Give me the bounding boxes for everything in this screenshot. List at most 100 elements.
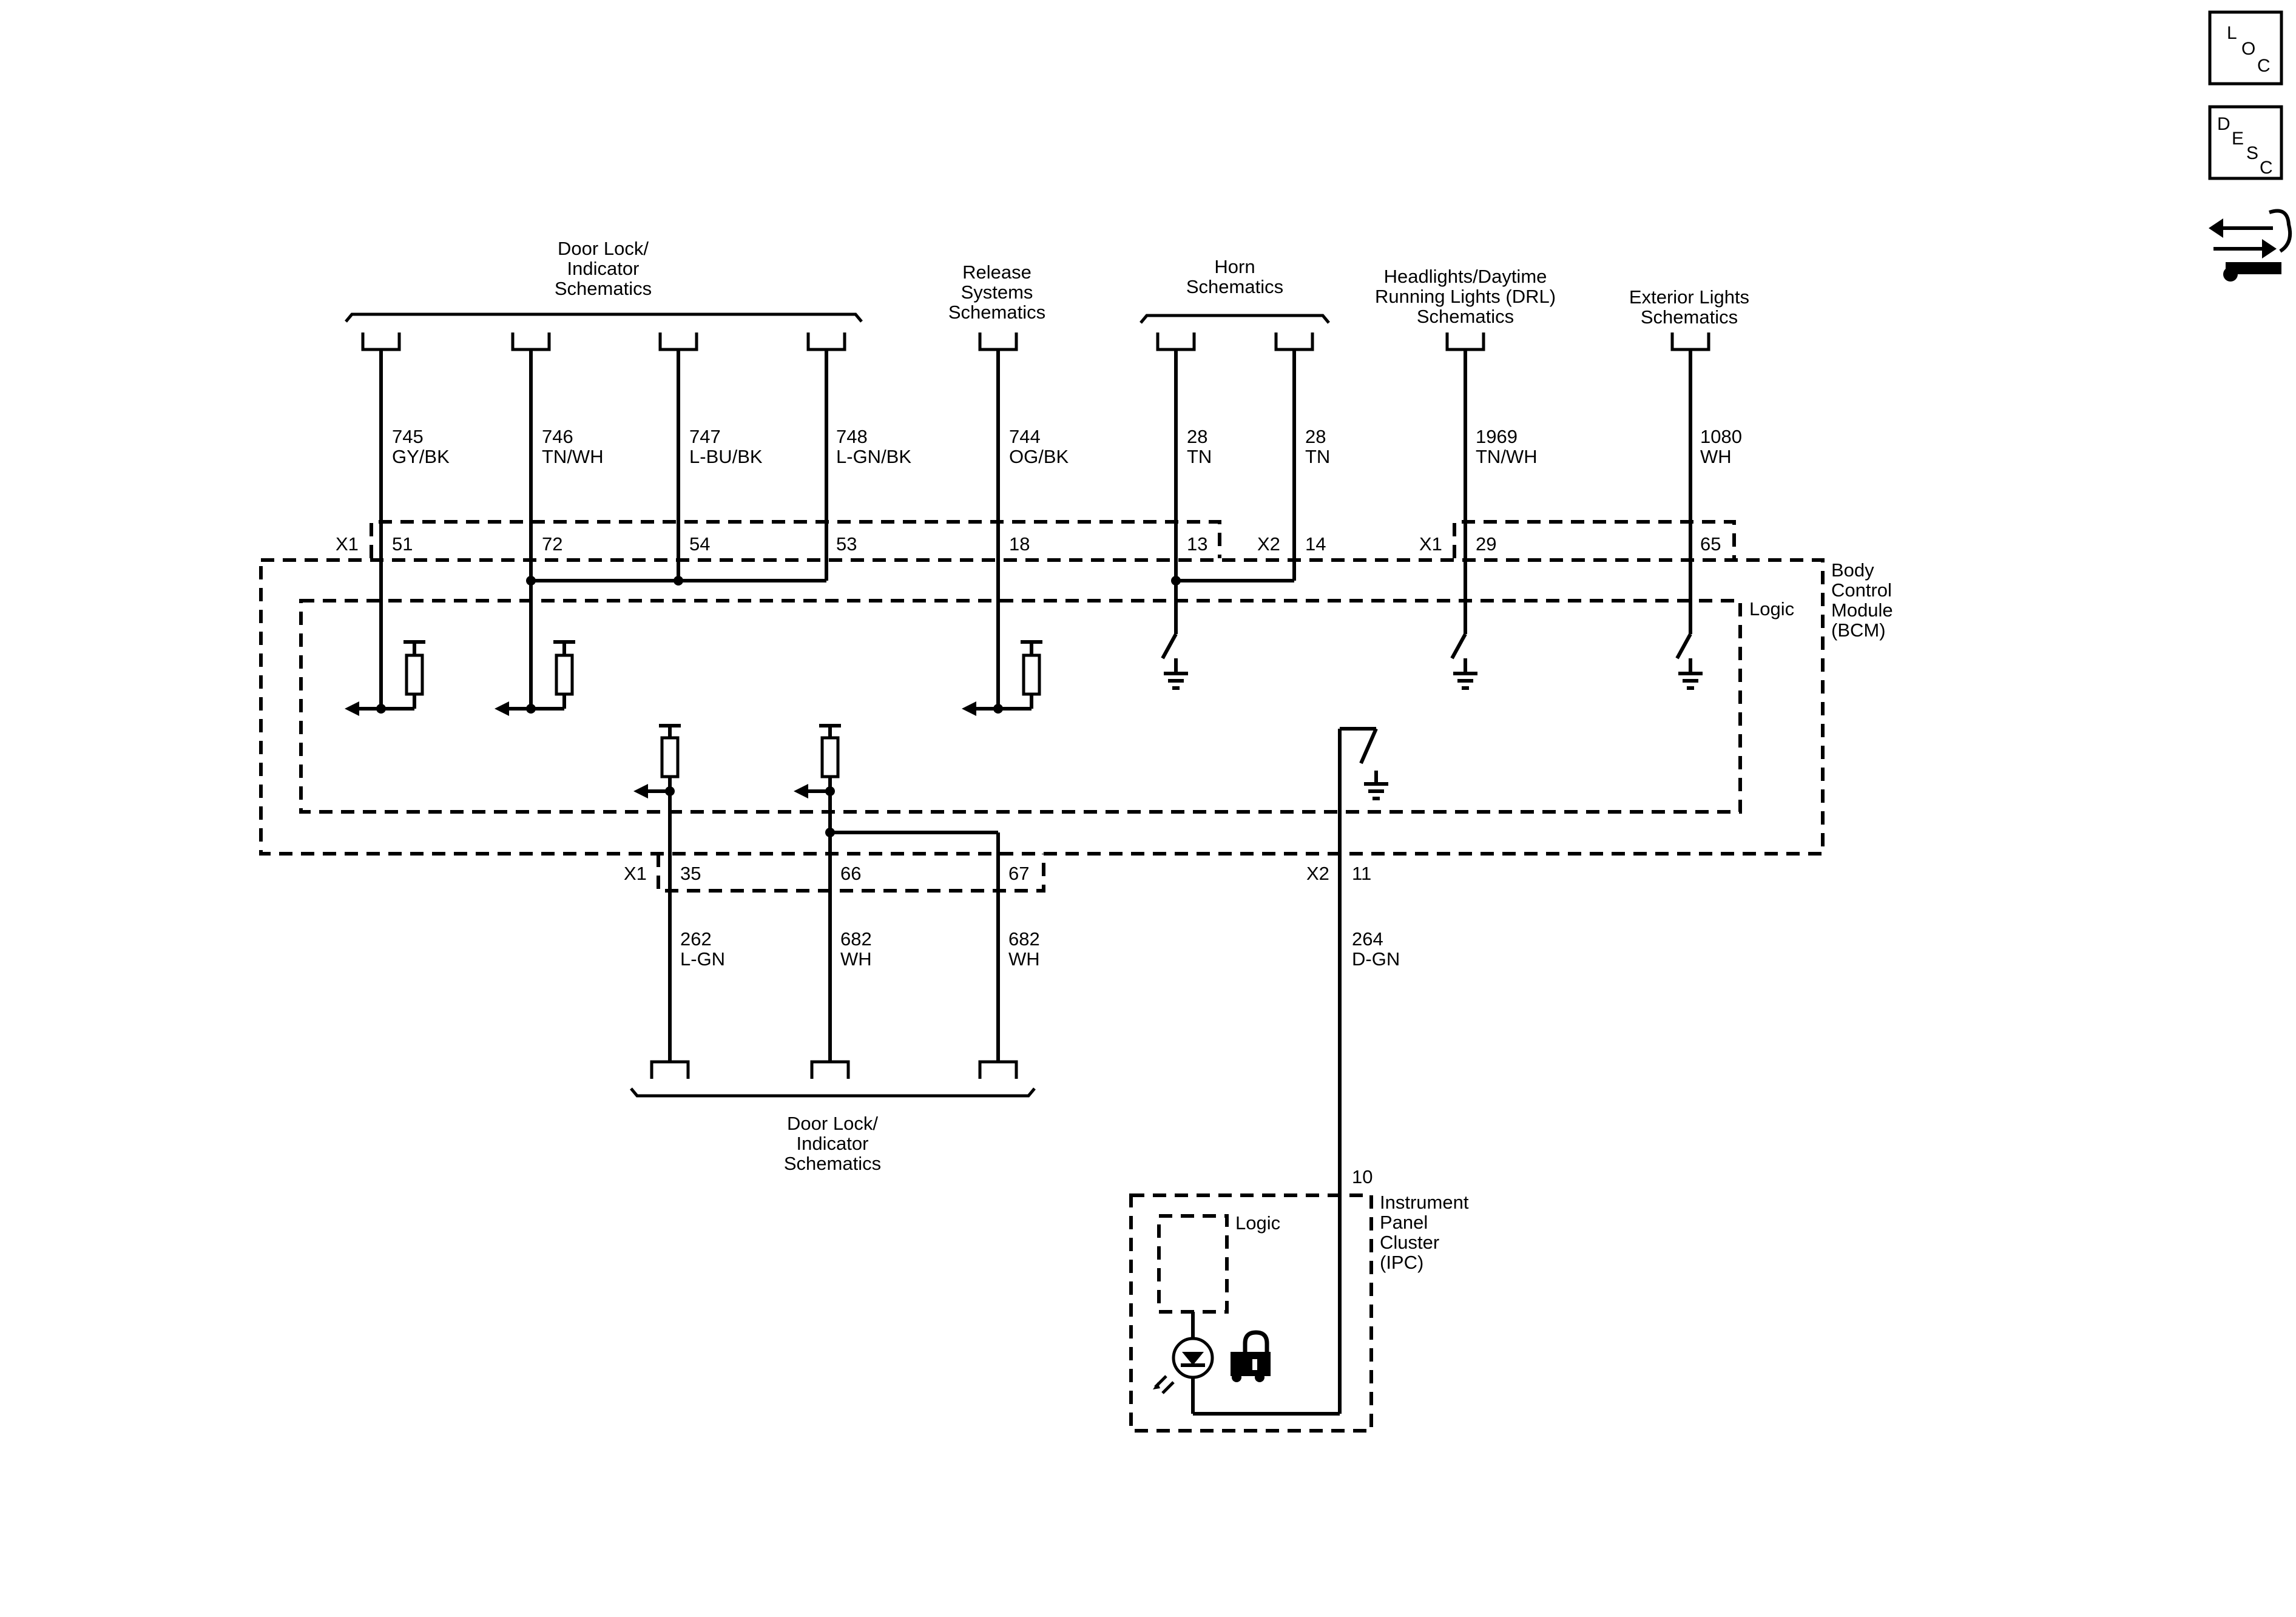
svg-text:28: 28 [1305,426,1326,447]
svg-text:Schematics: Schematics [1417,306,1514,327]
svg-text:O: O [2241,39,2255,59]
svg-text:Control: Control [1831,579,1892,601]
input-circuit-746 [495,640,575,716]
input-circuit-744 [962,640,1042,716]
svg-text:Instrument: Instrument [1380,1192,1469,1213]
svg-text:Indicator: Indicator [567,258,640,279]
desc-icon[interactable]: D E S C [2208,105,2283,180]
connector-x2-label: X2 [1257,533,1280,555]
label-horn: Horn Schematics [1186,256,1283,297]
connector-x1-29-housing [1453,520,1736,558]
svg-text:TN/WH: TN/WH [1476,446,1538,467]
brace-door-lock-bottom [630,1087,1036,1098]
wire-label-682-a: 682 WH [840,928,872,970]
ipc-logic-label: Logic [1235,1212,1280,1234]
svg-text:Schematics: Schematics [555,278,652,299]
connector-x1-bottom-housing [657,854,1045,893]
svg-text:Module: Module [1831,599,1893,621]
svg-text:Schematics: Schematics [784,1153,881,1174]
svg-text:Exterior Lights: Exterior Lights [1629,286,1749,308]
bottom-terminals [650,1060,1018,1079]
svg-text:WH: WH [840,948,872,970]
svg-text:TN: TN [1305,446,1330,467]
svg-text:53: 53 [836,533,857,555]
bcm-logic-label: Logic [1749,598,1794,619]
label-headlights-drl: Headlights/Daytime Running Lights (DRL) … [1375,266,1556,327]
svg-text:1080: 1080 [1700,426,1742,447]
connector-x1-top-housing [370,520,1221,558]
connector-x1-label: X1 [336,533,359,555]
svg-text:WH: WH [1008,948,1040,970]
wire-label-262: 262 L-GN [680,928,725,970]
svg-text:L-BU/BK: L-BU/BK [689,446,763,467]
switch-ground-drl [1450,633,1477,690]
label-door-lock-top: Door Lock/ Indicator Schematics [555,238,652,299]
svg-text:OG/BK: OG/BK [1009,446,1069,467]
pin-numbers-top: 51 72 54 53 18 13 14 29 65 [392,533,1721,555]
wire-label-682-b: 682 WH [1008,928,1040,970]
svg-text:(IPC): (IPC) [1380,1252,1423,1273]
svg-text:TN: TN [1187,446,1212,467]
connector-x1-bottom-label: X1 [624,863,647,884]
wire-label-28-b: 28 TN [1305,426,1330,467]
svg-text:Door Lock/: Door Lock/ [558,238,649,259]
svg-text:TN/WH: TN/WH [542,446,604,467]
connector-x1-label-right: X1 [1419,533,1442,555]
bcm-logic-box [299,599,1742,814]
connector-x2-bottom-label: X2 [1306,863,1329,884]
svg-text:14: 14 [1305,533,1326,555]
svg-text:D: D [2217,114,2230,134]
label-release-systems: Release Systems Schematics [948,262,1045,323]
svg-text:Cluster: Cluster [1380,1232,1439,1253]
connector-end-view-icon[interactable] [2209,209,2292,282]
svg-text:C: C [2257,56,2271,76]
svg-text:13: 13 [1187,533,1207,555]
brace-door-lock-top [345,312,863,323]
svg-text:L: L [2227,23,2237,43]
wire-label-748: 748 L-GN/BK [836,426,911,467]
svg-text:Door Lock/: Door Lock/ [787,1113,878,1134]
wire-label-1080: 1080 WH [1700,426,1742,467]
input-circuit-745 [345,640,425,716]
svg-text:746: 746 [542,426,573,447]
top-terminals [361,333,1710,351]
bcm-module-box [259,558,1825,856]
brace-horn [1140,314,1330,324]
wire-label-744: 744 OG/BK [1009,426,1069,467]
ipc-pin-number: 10 [1352,1166,1373,1187]
svg-text:747: 747 [689,426,721,447]
svg-text:Horn: Horn [1214,256,1255,277]
svg-text:51: 51 [392,533,413,555]
svg-text:682: 682 [1008,928,1040,950]
svg-text:35: 35 [680,863,701,884]
svg-text:WH: WH [1700,446,1732,467]
svg-text:L-GN: L-GN [680,948,725,970]
led-indicator-icon [1153,1312,1340,1416]
input-circuit-262 [633,724,681,874]
svg-text:54: 54 [689,533,710,555]
svg-text:66: 66 [840,863,861,884]
svg-text:Body: Body [1831,559,1874,581]
wire-label-264: 264 D-GN [1352,928,1400,970]
svg-text:Indicator: Indicator [797,1133,869,1154]
wire-label-746: 746 TN/WH [542,426,604,467]
svg-text:Schematics: Schematics [1641,306,1738,328]
switch-ground-exterior [1675,633,1703,690]
wire-label-28-a: 28 TN [1187,426,1212,467]
bottom-wires [668,874,1000,1062]
svg-text:11: 11 [1352,863,1371,884]
switch-ground-horn [1161,633,1188,690]
splice-dots [376,576,1181,837]
loc-icon[interactable]: L O C [2208,10,2283,86]
svg-text:744: 744 [1009,426,1041,447]
svg-text:18: 18 [1009,533,1030,555]
svg-text:S: S [2246,143,2258,163]
lock-icon [1231,1330,1271,1382]
svg-text:E: E [2232,129,2244,149]
svg-text:264: 264 [1352,928,1383,950]
svg-text:65: 65 [1700,533,1721,555]
label-exterior-lights: Exterior Lights Schematics [1629,286,1749,328]
svg-text:L-GN/BK: L-GN/BK [836,446,911,467]
ipc-label: Instrument Panel Cluster (IPC) [1380,1192,1469,1273]
